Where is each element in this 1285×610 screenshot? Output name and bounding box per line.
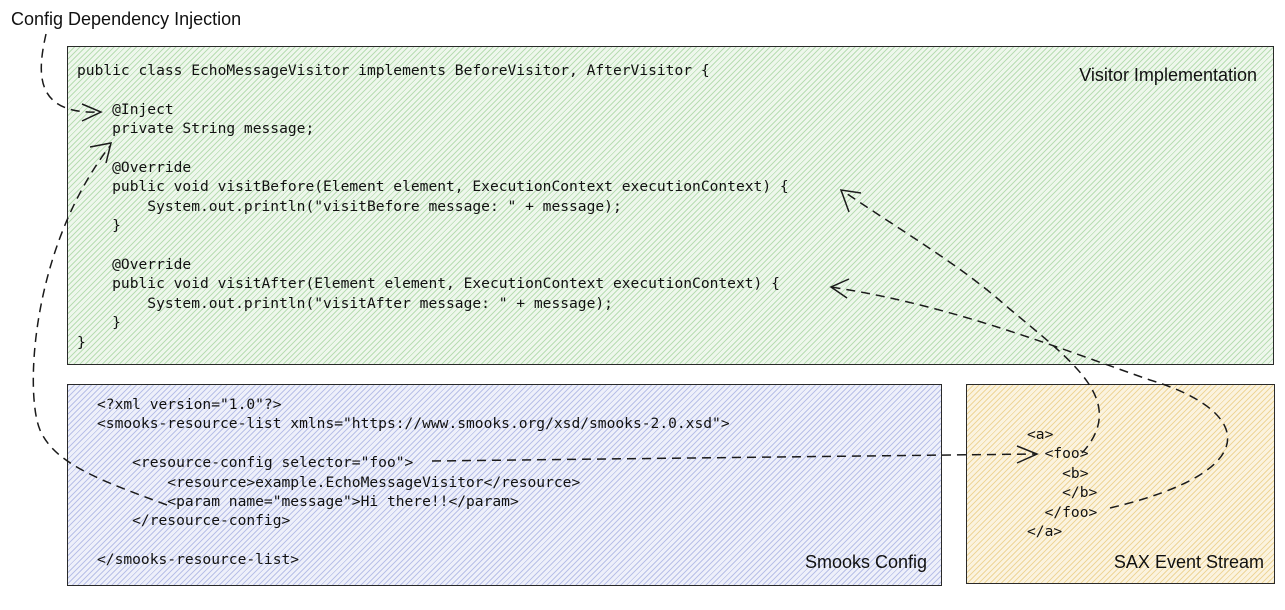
sax-event-stream-panel: <a> <foo> <b> </b> </foo> </a> SAX Event…	[966, 384, 1275, 584]
visitor-panel-label: Visitor Implementation	[1079, 65, 1257, 85]
smooks-panel-label: Smooks Config	[804, 552, 927, 572]
visitor-code: public class EchoMessageVisitor implemen…	[77, 62, 789, 351]
smooks-config-panel: <?xml version="1.0"?> <smooks-resource-l…	[67, 384, 942, 586]
sax-event-code: <a> <foo> <b> </b> </foo> </a>	[1027, 426, 1098, 541]
visitor-implementation-panel: public class EchoMessageVisitor implemen…	[67, 46, 1274, 365]
smooks-config-code: <?xml version="1.0"?> <smooks-resource-l…	[97, 396, 730, 569]
diagram-title: Config Dependency Injection	[11, 9, 242, 29]
sax-panel-label: SAX Event Stream	[1113, 552, 1264, 572]
